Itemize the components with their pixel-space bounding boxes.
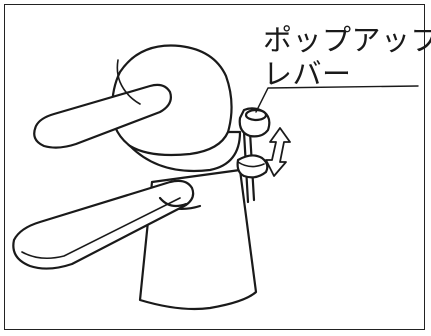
- popup-rod: [236, 130, 269, 204]
- callout-label-line1: ポップアップ: [263, 23, 431, 57]
- popup-lever-knob: [238, 107, 271, 138]
- faucet-handle: [33, 59, 172, 149]
- faucet-spout: [12, 179, 195, 270]
- callout-leader-line: [255, 85, 419, 113]
- callout-label-line2: レバー: [263, 57, 352, 91]
- up-down-arrow-icon: [265, 127, 291, 177]
